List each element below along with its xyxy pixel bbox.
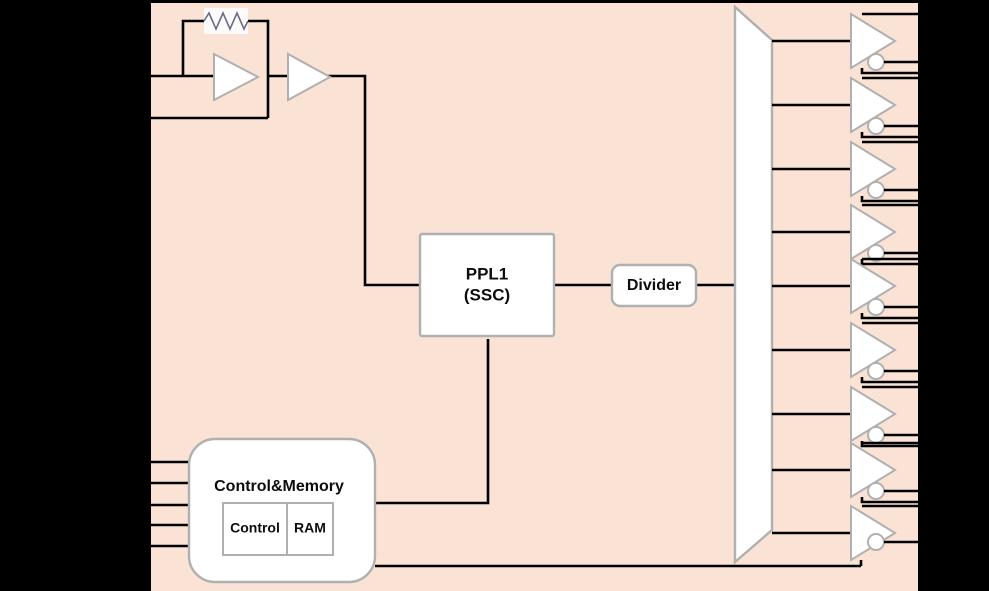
buffer-1-invert-bubble-icon bbox=[867, 53, 885, 71]
wire-buffer-8-out-n-stub bbox=[860, 497, 918, 504]
divider-label: Divider bbox=[627, 277, 681, 294]
buffer-8-invert-bubble-icon bbox=[867, 482, 885, 500]
output-buffer-6[interactable] bbox=[772, 321, 918, 384]
control-memory-title: Control&Memory bbox=[214, 478, 344, 495]
wire-buffer-6-out-n-stub bbox=[860, 377, 918, 384]
buffer-3-invert-bubble-icon bbox=[867, 181, 885, 199]
divider-block-body bbox=[610, 263, 698, 308]
buffer-5-invert-bubble-icon bbox=[867, 298, 885, 316]
output-buffer-5[interactable] bbox=[772, 257, 918, 320]
feedback-resistor bbox=[203, 8, 249, 34]
output-buffer-4[interactable] bbox=[772, 203, 918, 266]
ram-subblock-label: RAM bbox=[294, 520, 326, 536]
pll-label-line1: PPL1 bbox=[466, 264, 509, 283]
divider-block[interactable]: Divider bbox=[610, 263, 698, 308]
resistor-zigzag-icon bbox=[203, 11, 249, 31]
wire-osc-to-pll bbox=[328, 74, 420, 287]
output-buffer-7[interactable] bbox=[772, 385, 918, 448]
control-subblock-label: Control bbox=[230, 520, 280, 536]
output-buffer-3[interactable] bbox=[772, 140, 918, 203]
output-buffer-1[interactable] bbox=[772, 12, 918, 75]
output-buffer-bank bbox=[772, 12, 918, 566]
fanout-trapezoid-icon[interactable] bbox=[733, 4, 774, 565]
control-memory-block[interactable]: Control&Memory Control RAM bbox=[187, 437, 377, 584]
wire-buffer-2-out-n-stub bbox=[860, 132, 918, 139]
buffer-7-invert-bubble-icon bbox=[867, 426, 885, 444]
pll-label-line2: (SSC) bbox=[464, 285, 510, 304]
wire-buffer-3-out-n-stub bbox=[860, 196, 918, 203]
buffer-6-invert-bubble-icon bbox=[867, 362, 885, 380]
wire-buffer-5-out-n-stub bbox=[860, 313, 918, 320]
pll-block[interactable]: PPL1 (SSC) bbox=[418, 232, 556, 338]
output-buffer-9[interactable] bbox=[772, 504, 918, 566]
ram-subblock-body[interactable] bbox=[286, 502, 334, 556]
wire-control-to-pll bbox=[375, 339, 490, 505]
wire-feedback-right bbox=[247, 19, 270, 118]
pll-block-body bbox=[418, 232, 556, 338]
buffer-9-invert-bubble-icon bbox=[867, 533, 885, 551]
buffer-2-invert-bubble-icon bbox=[867, 117, 885, 135]
wire-feedback-left bbox=[181, 19, 205, 76]
output-buffer-8[interactable] bbox=[772, 441, 918, 504]
wire-buffer-4-out-n-stub bbox=[860, 259, 918, 266]
inverter-triangle-icon bbox=[213, 52, 261, 102]
output-buffer-2[interactable] bbox=[772, 76, 918, 139]
control-subblock-body[interactable] bbox=[222, 502, 288, 556]
buffer-triangle-icon bbox=[287, 52, 333, 102]
wire-buffer-1-out-n-stub bbox=[860, 68, 918, 75]
